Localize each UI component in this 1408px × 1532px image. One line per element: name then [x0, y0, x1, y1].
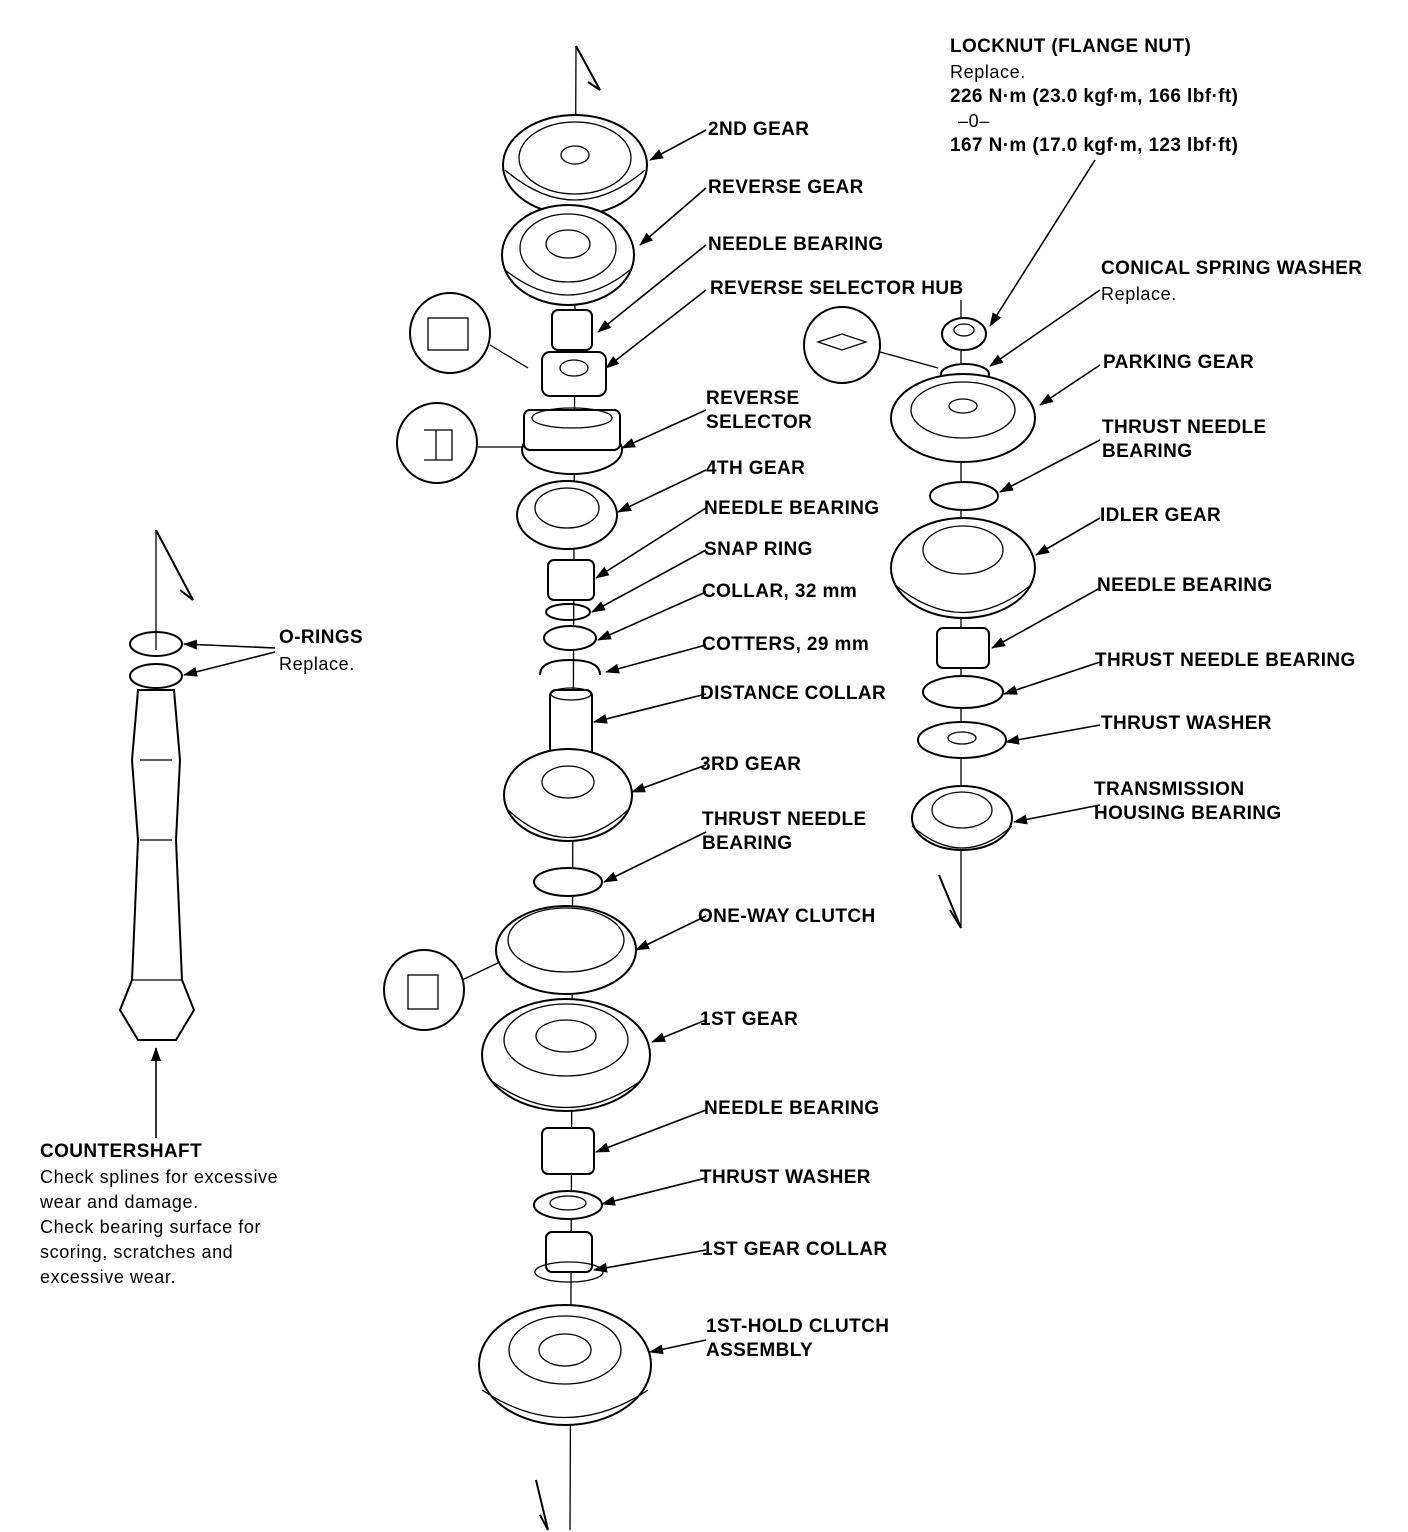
label-cs-note-1: Check splines for excessive — [40, 1167, 279, 1187]
label-first-hold-clutch-2: ASSEMBLY — [706, 1340, 814, 1361]
detail-circle-hub — [409, 292, 529, 374]
label-first-hold-clutch-1: 1ST-HOLD CLUTCH — [706, 1316, 890, 1337]
parking-gear-part — [890, 373, 1036, 463]
r-needle-bearing-part — [936, 627, 990, 669]
thrust-needle-bearing-part — [533, 867, 603, 897]
needle-bearing-lower-part — [541, 1127, 595, 1175]
label-r-thrust-washer: THRUST WASHER — [1101, 713, 1272, 734]
label-o-rings: O-RINGS — [279, 627, 364, 648]
label-needle-bearing-mid: NEEDLE BEARING — [704, 498, 880, 519]
first-gear-collar-part — [534, 1231, 604, 1283]
detail-circle-selector — [396, 402, 524, 484]
center-gear-stack — [383, 45, 652, 1531]
snap-ring-part — [545, 603, 591, 621]
label-r-needle-bearing: NEEDLE BEARING — [1097, 575, 1273, 596]
label-reverse-selector-2: SELECTOR — [706, 412, 813, 433]
locknut-part — [941, 317, 987, 351]
label-locknut-or: –0– — [958, 111, 990, 131]
thrust-washer-part — [533, 1190, 603, 1220]
first-gear-part — [481, 998, 651, 1112]
label-needle-bearing-lower: NEEDLE BEARING — [704, 1098, 880, 1119]
r-thrust-washer-part — [917, 721, 1007, 759]
label-r-thrust-needle-bearing-2: BEARING — [1102, 441, 1193, 462]
r-thrust-needle-bearing-part — [929, 481, 999, 511]
label-locknut-torque-2: 167 N·m (17.0 kgf·m, 123 lbf·ft) — [950, 135, 1239, 156]
o-ring-upper — [129, 631, 183, 657]
label-countershaft: COUNTERSHAFT — [40, 1141, 203, 1162]
label-o-rings-replace: Replace. — [279, 654, 355, 674]
label-cs-note-2: wear and damage. — [40, 1192, 199, 1212]
collar-part — [543, 625, 597, 651]
label-collar-32: COLLAR, 32 mm — [702, 581, 858, 602]
label-reverse-selector-1: REVERSE — [706, 388, 800, 409]
label-conical-replace: Replace. — [1101, 284, 1177, 304]
label-cs-note-3: Check bearing surface for — [40, 1217, 262, 1237]
second-gear-part — [502, 114, 648, 216]
one-way-clutch-part — [495, 905, 637, 995]
countershaft-assembly — [118, 529, 196, 1041]
label-cs-note-5: excessive wear. — [40, 1267, 177, 1287]
cotters-part — [539, 658, 601, 676]
label-distance-collar: DISTANCE COLLAR — [700, 683, 887, 704]
third-gear-part — [503, 748, 633, 842]
label-fourth-gear: 4TH GEAR — [706, 458, 806, 479]
label-locknut-torque-1: 226 N·m (23.0 kgf·m, 166 lbf·ft) — [950, 86, 1239, 107]
detail-circle-washer — [803, 306, 939, 384]
label-first-gear: 1ST GEAR — [700, 1009, 799, 1030]
label-locknut-title: LOCKNUT (FLANGE NUT) — [950, 36, 1192, 57]
label-second-gear: 2ND GEAR — [708, 119, 810, 140]
label-locknut-replace: Replace. — [950, 62, 1026, 82]
label-thrust-needle-bearing-2: BEARING — [702, 833, 793, 854]
label-one-way-clutch: ONE-WAY CLUTCH — [698, 906, 876, 927]
label-r-thrust-needle-bearing-full: THRUST NEEDLE BEARING — [1095, 650, 1356, 671]
reverse-selector-part — [521, 407, 623, 475]
o-ring-lower — [129, 663, 183, 689]
label-idler-gear: IDLER GEAR — [1100, 505, 1222, 526]
r-thrust-needle-bearing-full-part — [922, 675, 1004, 709]
label-third-gear: 3RD GEAR — [700, 754, 802, 775]
label-reverse-gear: REVERSE GEAR — [708, 177, 864, 198]
label-r-thrust-needle-bearing-1: THRUST NEEDLE — [1102, 417, 1267, 438]
idler-gear-part — [890, 517, 1036, 619]
label-needle-bearing-upper: NEEDLE BEARING — [708, 234, 884, 255]
label-cotters-29: COTTERS, 29 mm — [702, 634, 870, 655]
first-hold-clutch-part — [478, 1304, 652, 1426]
label-parking-gear: PARKING GEAR — [1103, 352, 1255, 373]
fourth-gear-part — [516, 480, 618, 550]
housing-bearing-part — [911, 785, 1013, 851]
label-thrust-needle-bearing-1: THRUST NEEDLE — [702, 809, 867, 830]
label-cs-note-4: scoring, scratches and — [40, 1242, 234, 1262]
label-thrust-washer: THRUST WASHER — [700, 1167, 871, 1188]
label-housing-bearing-1: TRANSMISSION — [1094, 779, 1245, 800]
detail-circle-clutch — [383, 949, 501, 1031]
leader-lines — [151, 129, 1101, 1355]
reverse-selector-hub-part — [541, 351, 607, 397]
right-idler-stack — [803, 300, 1036, 929]
label-housing-bearing-2: HOUSING BEARING — [1094, 803, 1282, 824]
reverse-gear-part — [501, 204, 635, 306]
needle-bearing-upper-part — [551, 309, 593, 351]
label-snap-ring: SNAP RING — [704, 539, 813, 560]
label-reverse-selector-hub: REVERSE SELECTOR HUB — [710, 278, 964, 299]
label-first-gear-collar: 1ST GEAR COLLAR — [702, 1239, 888, 1260]
label-conical-spring-washer: CONICAL SPRING WASHER — [1101, 258, 1363, 279]
needle-bearing-mid-part — [547, 559, 595, 601]
